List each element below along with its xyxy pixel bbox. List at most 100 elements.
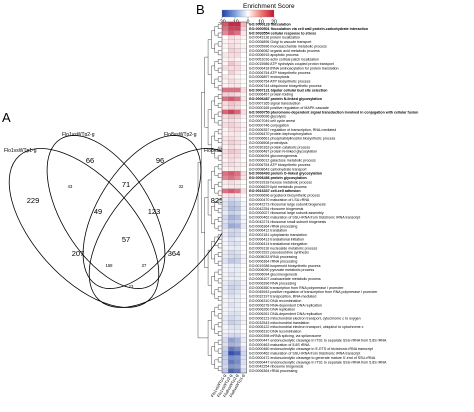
- dendrogram-branch: [214, 289, 219, 299]
- panel-b-label: B: [196, 2, 205, 17]
- heatmap-cell: [234, 219, 241, 224]
- heatmap-cell: [221, 359, 229, 365]
- heatmap-cell: [228, 346, 235, 352]
- row-label: GO:0030163 protein catabolic process: [249, 145, 311, 149]
- heatmap-cell: [234, 87, 241, 93]
- heatmap-cell: [221, 48, 229, 53]
- heatmap-cell: [234, 232, 241, 238]
- row-label: GO:0006082 organic acid metabolic proces…: [249, 49, 320, 53]
- dendrogram-branch: [207, 39, 212, 75]
- dendrogram-branch: [204, 56, 209, 128]
- heatmap-cell: [234, 324, 241, 330]
- dendrogram-branch: [211, 311, 215, 330]
- row-label: GO:0000472 endonucleolytic cleavage to g…: [249, 356, 376, 360]
- row-label: GO:0000027 ribosomal large subunit assem…: [249, 211, 324, 215]
- heatmap-cell: [228, 48, 235, 53]
- heatmap-cell: [234, 118, 241, 123]
- dendrogram-branch: [214, 307, 219, 317]
- dendrogram-branch: [217, 313, 222, 319]
- heatmap-cell: [234, 311, 241, 317]
- heatmap-cell: [221, 105, 229, 110]
- heatmap-cell: [228, 320, 235, 325]
- row-label: GO:0006414 translational elongation: [249, 242, 308, 246]
- heatmap-cell: [221, 355, 229, 360]
- heatmap-cell: [240, 315, 247, 321]
- dendrogram-branch: [217, 366, 222, 371]
- column-labels: Flo1vsWTp1-gFlo1vsWTp2-gFlo8vsWTp2-gFlo8…: [210, 373, 246, 398]
- heatmap-cell: [240, 96, 247, 102]
- dendrogram-branch: [211, 30, 215, 49]
- heatmap-cell: [234, 254, 241, 260]
- heatmap-cell: [234, 228, 241, 233]
- heatmap-cell: [228, 311, 235, 317]
- heatmap-cell: [234, 109, 241, 115]
- heatmap-cell: [221, 65, 229, 71]
- heatmap-cell: [240, 197, 247, 202]
- dendrogram-branch: [214, 149, 219, 159]
- heatmap-cell: [234, 30, 241, 36]
- venn-region-s1-s3-s4: 364: [168, 249, 181, 258]
- dendrogram-branch: [214, 324, 219, 334]
- heatmap-cell: [234, 131, 241, 137]
- venn-region-s1-s2-s3: 49: [94, 207, 102, 216]
- heatmap-cell: [240, 346, 247, 352]
- heatmap-cell: [234, 48, 241, 53]
- heatmap-cell: [228, 223, 235, 229]
- heatmap-cell: [221, 127, 229, 132]
- row-label: GO:0015986 ATP hydrolysis coupled proton…: [249, 62, 334, 66]
- heatmap-cell: [240, 267, 247, 273]
- heatmap-cell: [240, 276, 247, 281]
- row-label: GO:0006094 gluconeogenesis: [249, 273, 298, 277]
- venn-region-s2-s3: 71: [122, 180, 130, 189]
- heatmap-cell: [221, 171, 229, 176]
- venn-region-s3-only: 96: [156, 156, 164, 165]
- heatmap-cell: [240, 83, 247, 88]
- dendrogram-branch: [214, 184, 219, 194]
- heatmap-cell: [234, 162, 241, 167]
- heatmap-cell: [240, 144, 247, 150]
- row-dendrogram: [197, 24, 222, 371]
- heatmap-cell: [240, 57, 247, 62]
- dendrogram-branch: [211, 171, 215, 189]
- dendrogram-branch: [217, 32, 222, 38]
- venn-region-s1-only: 229: [27, 196, 40, 205]
- dendrogram-branch: [211, 135, 215, 154]
- heatmap-cell: [221, 280, 229, 286]
- heatmap-cell: [234, 153, 241, 159]
- heatmap-cell: [221, 149, 229, 154]
- row-label: GO:0006364 rRNA processing: [249, 259, 298, 263]
- heatmap-cell: [234, 21, 241, 27]
- row-label: GO:0000746 conjugation: [249, 123, 289, 127]
- heatmap-cell: [221, 157, 229, 163]
- heatmap-cell: [228, 21, 235, 27]
- heatmap-cell: [221, 293, 229, 299]
- row-label: GO:0000447 endonucleolytic cleavage in I…: [249, 360, 387, 364]
- row-label: GO:0006897 endocytosis: [249, 75, 290, 79]
- row-label: GO:0006470 protein dephosphorylation: [249, 132, 312, 136]
- heatmap-cell: [228, 289, 235, 295]
- heatmap-cell: [240, 21, 247, 27]
- heatmap-cell: [234, 333, 241, 338]
- heatmap-cell: [228, 65, 235, 71]
- heatmap-cell: [228, 337, 235, 343]
- heatmap-cell: [234, 96, 241, 102]
- dendrogram-branch: [217, 181, 222, 187]
- heatmap-cell: [240, 280, 247, 286]
- heatmap-cell: [240, 223, 247, 229]
- heatmap-cell: [228, 298, 235, 303]
- heatmap-cell: [221, 223, 229, 229]
- heatmap-cell: [240, 162, 247, 167]
- heatmap-cell: [228, 254, 235, 260]
- heatmap-cell: [240, 127, 247, 132]
- heatmap-cell: [240, 289, 247, 295]
- heatmap-cell: [234, 149, 241, 154]
- dendrogram-branch: [211, 276, 215, 295]
- row-label: GO:0000447 endonucleolytic cleavage in I…: [249, 338, 387, 342]
- heatmap-cell: [228, 236, 235, 242]
- heatmap-cell: [221, 74, 229, 80]
- row-label: GO:0006487 protein N-linked glycosylatio…: [249, 150, 317, 154]
- heatmap-cell: [234, 92, 241, 97]
- heatmap-cell: [234, 166, 241, 172]
- heatmap-cell: [221, 276, 229, 281]
- heatmap-cell: [234, 70, 241, 75]
